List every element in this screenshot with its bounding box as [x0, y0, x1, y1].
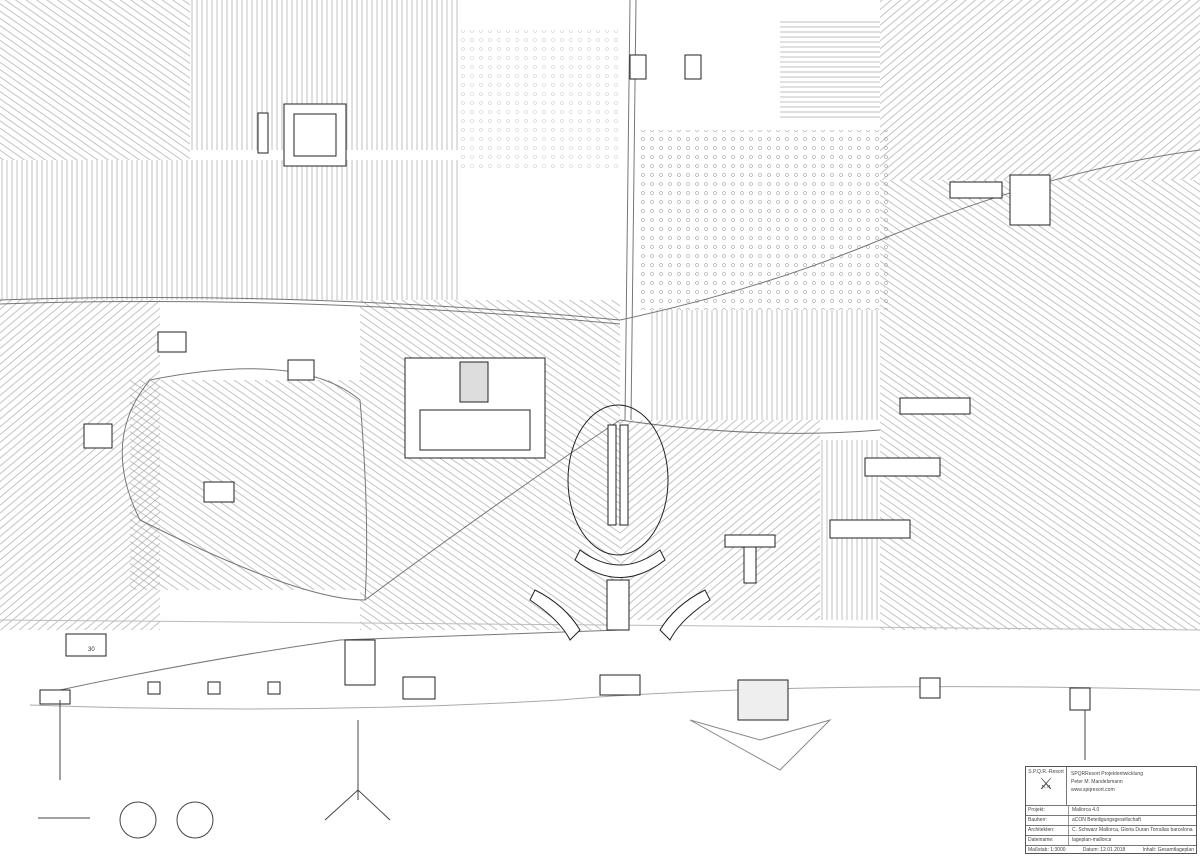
resort-logo: S.P.Q.R.-Resort⚔ — [1026, 767, 1067, 805]
buildings — [39, 54, 1091, 721]
road-number-label: 30 — [88, 647, 95, 653]
website-link[interactable]: www.spqresort.com — [1071, 787, 1115, 793]
row-project: Projekt:Mallorca 4.0 — [1026, 805, 1196, 815]
row-architects: Architekten:C. Schwarz Mallorca, Gloria … — [1026, 825, 1196, 835]
pier-and-legend — [38, 700, 1086, 839]
scale: Maßstab: 1:3000 — [1028, 847, 1066, 853]
row-meta: Maßstab: 1:3000 Datum: 12.01.2018 Inhalt… — [1026, 845, 1196, 855]
title-block: S.P.Q.R.-Resort⚔ SPQRResort Projektentwi… — [1025, 766, 1197, 854]
fields — [0, 0, 1200, 630]
date: Datum: 12.01.2018 — [1082, 847, 1126, 853]
logo-text: S.P.Q.R.-Resort — [1028, 769, 1064, 775]
contact-person: Peter M. Mandelsmann — [1071, 779, 1123, 785]
crest-icon: ⚔ — [1038, 776, 1054, 793]
row-filename: Dateiname:lageplan-mallorca — [1026, 835, 1196, 845]
row-client: Bauherr:aCON Beteiligungsgesellschaft — [1026, 815, 1196, 825]
content: Inhalt: Gesamtlageplan — [1142, 847, 1194, 853]
company-name: SPQRResort Projektentwicklung — [1071, 771, 1143, 777]
